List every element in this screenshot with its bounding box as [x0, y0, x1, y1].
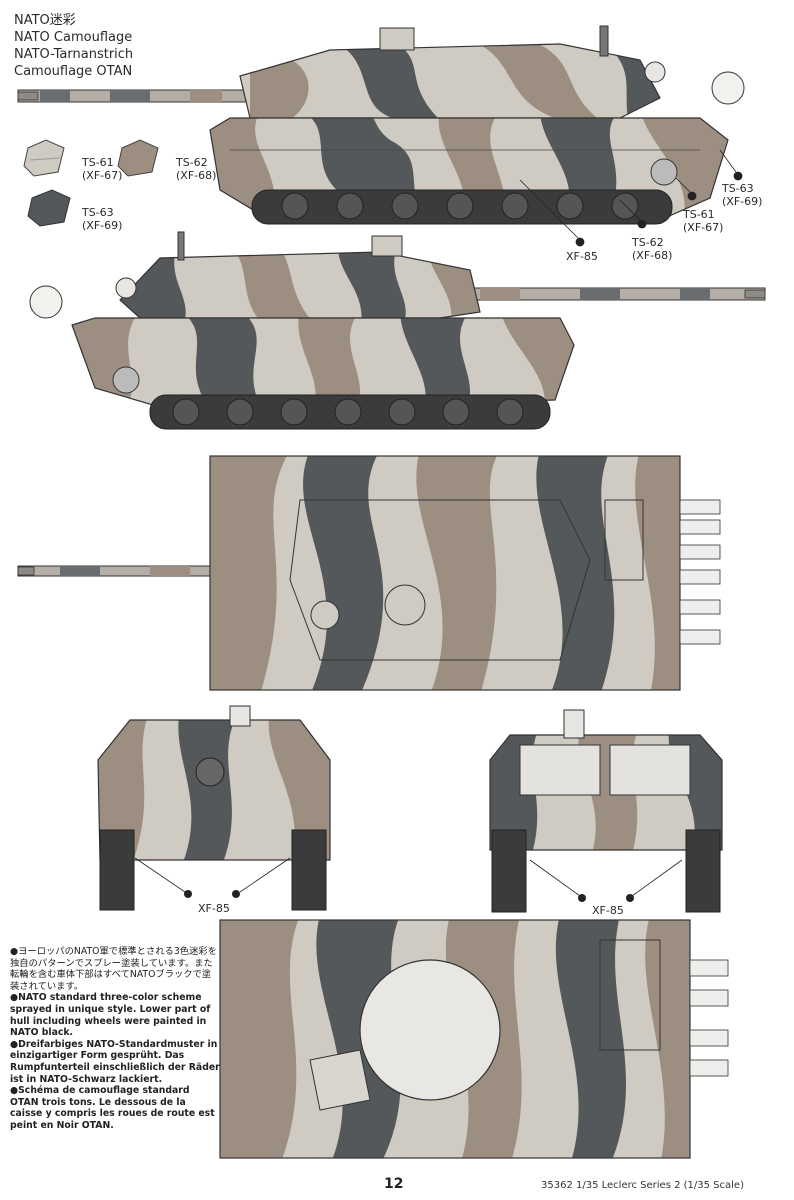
side-view-left	[17, 25, 745, 225]
footer-code: 35362 1/35 Leclerc Series 2 (1/35 Scale)	[541, 1180, 744, 1191]
swatch-label-ts62: TS-62(XF-68)	[176, 156, 217, 182]
title-fr: Camouflage OTAN	[14, 64, 133, 79]
front-view	[97, 705, 331, 911]
callout-ts61: TS-61(XF-67)	[683, 208, 724, 234]
title-jp: NATO迷彩	[14, 13, 76, 28]
callout-ts62: TS-62(XF-68)	[632, 236, 673, 262]
callout-xf85-front: XF-85	[198, 902, 230, 915]
note-de: ●Dreifarbiges NATO-Standardmuster in ein…	[10, 1038, 220, 1085]
paint-notes: ●ヨーロッパのNATO軍で標準とされる3色迷彩を独自のパターンでスプレー塗装して…	[10, 946, 220, 1132]
callout-xf85-rear: XF-85	[592, 904, 624, 917]
note-en: ●NATO standard three-color scheme spraye…	[10, 992, 211, 1039]
callout-xf85-side: XF-85	[566, 250, 598, 263]
callout-ts63: TS-63(XF-69)	[722, 182, 763, 208]
top-view	[17, 455, 721, 691]
note-jp: ●ヨーロッパのNATO軍で標準とされる3色迷彩を独自のパターンでスプレー塗装して…	[10, 946, 217, 992]
callout-leaders-side1	[519, 149, 743, 247]
swatch-ts63	[27, 189, 71, 227]
title-de: NATO-Tarnanstrich	[14, 47, 134, 62]
title-block: NATO迷彩 NATO Camouflage NATO-Tarnanstrich…	[14, 12, 133, 80]
swatch-label-ts63: TS-63(XF-69)	[82, 206, 123, 232]
bottom-view	[219, 919, 729, 1159]
side-view-right	[29, 231, 766, 430]
swatch-label-ts61: TS-61(XF-67)	[82, 156, 123, 182]
page-number: 12	[384, 1176, 404, 1192]
title-en: NATO Camouflage	[14, 30, 133, 45]
swatch-ts61	[23, 139, 65, 177]
note-fr: ●Schéma de camouflage standard OTAN troi…	[10, 1085, 215, 1131]
swatch-ts62	[117, 139, 159, 177]
rear-view	[489, 709, 723, 913]
